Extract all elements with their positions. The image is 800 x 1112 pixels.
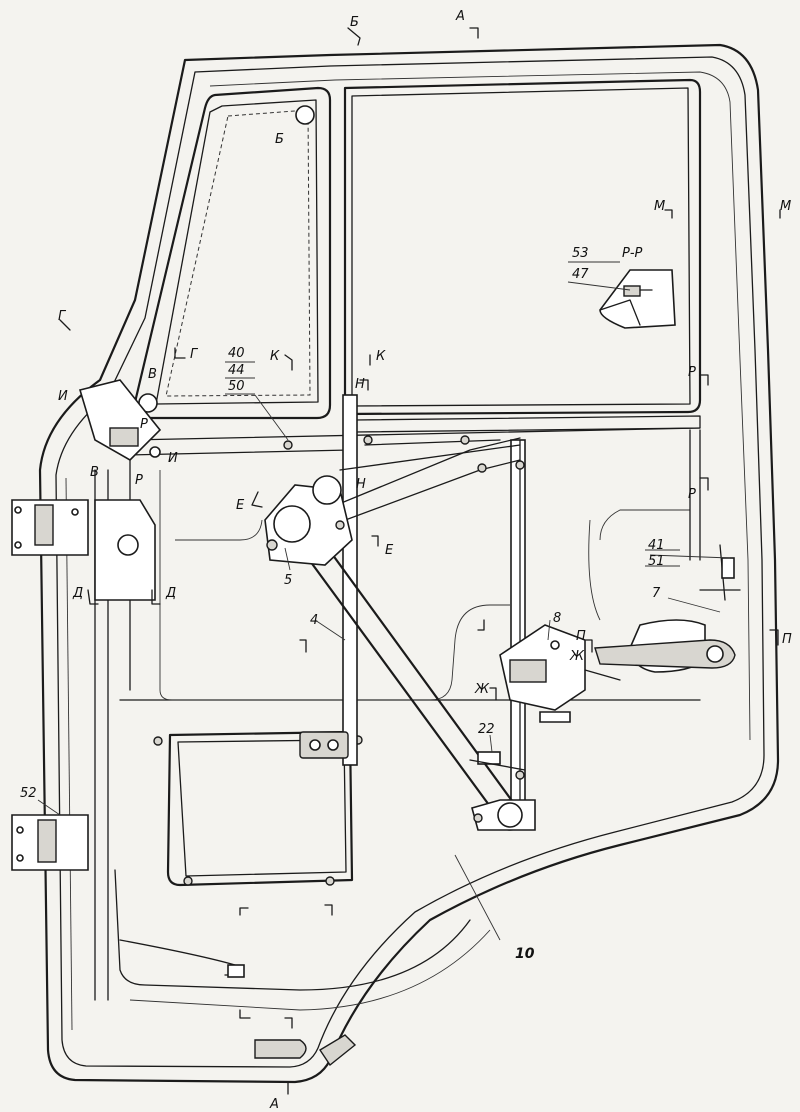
section-title: Р-Р [622,246,643,261]
door-outer-panel [38,43,780,1084]
mark-g-mid: Г [190,347,199,362]
mark-g-left: Г [58,309,67,324]
section-detail-view [599,269,676,329]
lower-access-opening [153,730,363,887]
callout-44: 44 [228,363,245,378]
callout-10: 10 [515,946,535,962]
lock-rod [699,544,741,601]
mark-r-c: Р [688,365,696,380]
main-window-glass [343,78,702,433]
mark-v-lower: В [90,465,99,480]
mark-a-top: А [455,9,465,24]
mark-r-a: Р [140,417,148,432]
mark-n-top: Н [355,377,365,392]
mark-r-d: Р [688,487,696,502]
mark-k-left: К [270,349,280,364]
mark-zh-right: Ж [569,649,585,664]
window-regulator [264,394,536,831]
mark-b-top: Б [350,15,359,30]
mark-i-left: И [58,389,68,404]
mark-m-left: М [654,199,665,214]
callout-leaders [37,261,731,941]
callout-5: 5 [284,573,292,588]
mirror-bracket [78,379,162,461]
mark-k-right: К [376,349,386,364]
lower-hinge [11,814,89,871]
mark-e-left: Е [236,498,245,513]
vent-window [134,86,332,420]
mark-v-left: В [148,367,157,382]
mark-a-bottom: А [269,1097,279,1112]
callout-53: 53 [572,246,589,261]
mark-d-right: Д [165,586,176,601]
callout-4: 4 [310,613,318,628]
callout-numbers: 4 5 7 8 10 22 40 41 44 47 50 51 52 53 Р-… [20,246,665,962]
section-letters: А А Б Б В В Г Г Д Д Е Е Ж Ж И И К К М М … [58,9,792,1112]
callout-51: 51 [648,554,665,569]
upper-hinge [11,499,156,601]
callout-8: 8 [553,611,561,626]
lower-door-parts [227,964,357,1067]
door-lock-assembly [499,624,621,723]
callout-7: 7 [652,586,661,601]
mark-d-left: Д [72,586,83,601]
callout-22: 22 [478,722,495,737]
section-cut-marks [59,27,781,1095]
inner-frame [94,427,701,1011]
callout-50: 50 [228,379,245,394]
callout-52: 52 [20,786,37,801]
mark-i-right: И [168,451,178,466]
callout-41: 41 [648,538,665,553]
mark-zh-left: Ж [474,682,490,697]
inner-door-handle [594,619,736,673]
mark-p-right: П [782,632,792,647]
mark-n-mid: Н [356,477,366,492]
mark-b-window: Б [275,132,284,147]
callout-40: 40 [228,346,245,361]
callout-47: 47 [572,267,589,282]
mark-r-b: Р [135,473,143,488]
mark-p-left: П [576,629,586,644]
mark-e-right: Е [385,543,394,558]
mark-m-right: М [780,199,791,214]
